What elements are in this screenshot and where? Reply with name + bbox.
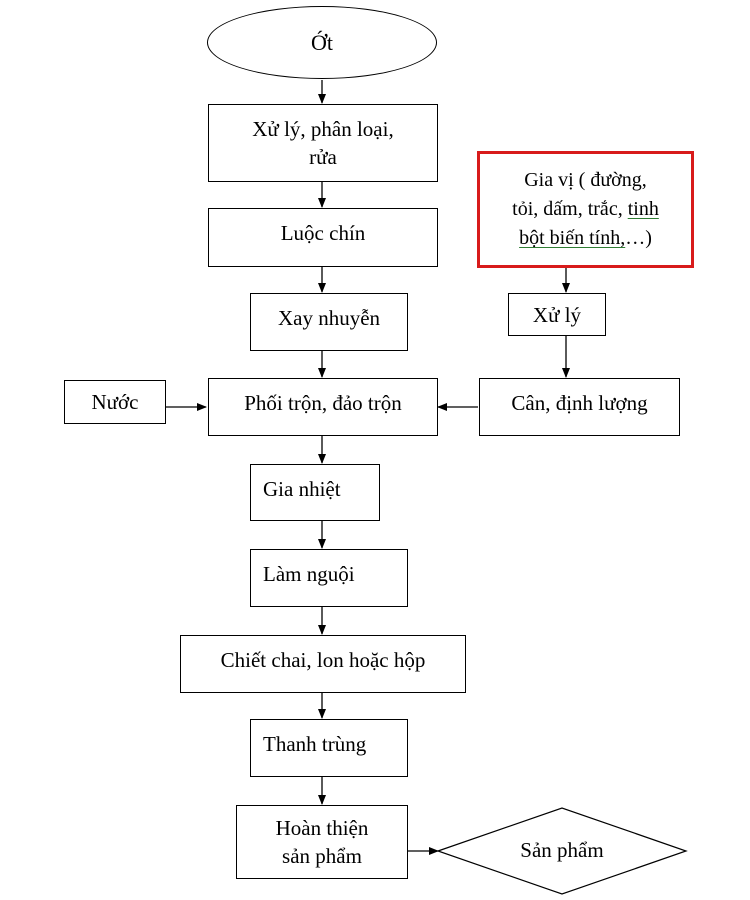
step-hoan-thien-san-pham: Hoàn thiện sản phẩm	[236, 805, 408, 879]
input-nuoc: Nước	[64, 380, 166, 424]
san-pham-label: Sản phẩm	[520, 837, 604, 862]
step-lam-nguoi: Làm nguội	[250, 549, 408, 607]
gia-vi-line2-underlined: tinh	[627, 198, 659, 220]
step-luoc-chin: Luộc chín	[208, 208, 438, 267]
step-hoan-thien-line1: Hoàn thiện	[275, 816, 369, 840]
step-xay-nhuyen-label: Xay nhuyễn	[277, 306, 381, 330]
gia-vi-line3: bột biến tính,…)	[519, 224, 652, 253]
step-xu-ly-gia-vi-label: Xử lý	[532, 302, 582, 327]
san-pham-label-wrap: Sản phẩm	[480, 830, 644, 870]
step-thanh-trung: Thanh trùng	[250, 719, 408, 777]
input-gia-vi: Gia vị ( đường, tỏi, dấm, trắc, tinh bột…	[477, 151, 694, 268]
gia-vi-line2-text: tỏi, dấm, trắc,	[512, 198, 628, 220]
start-node-ot: Ớt	[207, 6, 437, 79]
step-can-dinh-luong: Cân, định lượng	[479, 378, 680, 436]
step-xu-ly-line1: Xử lý, phân loại,	[252, 117, 394, 141]
step-gia-nhiet: Gia nhiệt	[250, 464, 380, 521]
gia-vi-line1: Gia vị ( đường,	[524, 169, 647, 191]
step-thanh-trung-label: Thanh trùng	[263, 732, 367, 756]
step-phoi-tron: Phối trộn, đảo trộn	[208, 378, 438, 436]
step-chiet-chai-label: Chiết chai, lon hoặc hộp	[220, 648, 426, 672]
gia-vi-line3-text: …)	[625, 227, 652, 249]
san-pham-diamond	[436, 807, 688, 895]
step-hoan-thien-line2: sản phẩm	[282, 844, 362, 868]
gia-vi-line3-underlined: bột biến tính,	[519, 227, 626, 249]
step-chiet-chai: Chiết chai, lon hoặc hộp	[180, 635, 466, 693]
step-luoc-chin-label: Luộc chín	[280, 221, 366, 245]
step-can-dinh-luong-label: Cân, định lượng	[511, 391, 648, 415]
start-label: Ớt	[311, 29, 333, 55]
step-xu-ly-gia-vi: Xử lý	[508, 293, 606, 336]
input-nuoc-label: Nước	[91, 390, 139, 414]
gia-vi-line2: tỏi, dấm, trắc, tinh	[512, 195, 659, 224]
step-gia-nhiet-label: Gia nhiệt	[263, 477, 341, 501]
step-phoi-tron-label: Phối trộn, đảo trộn	[244, 391, 402, 415]
step-xay-nhuyen: Xay nhuyễn	[250, 293, 408, 351]
step-lam-nguoi-label: Làm nguội	[263, 562, 355, 586]
step-xu-ly-phan-loai-rua: Xử lý, phân loại, rửa	[208, 104, 438, 182]
step-xu-ly-line2: rửa	[309, 145, 337, 169]
